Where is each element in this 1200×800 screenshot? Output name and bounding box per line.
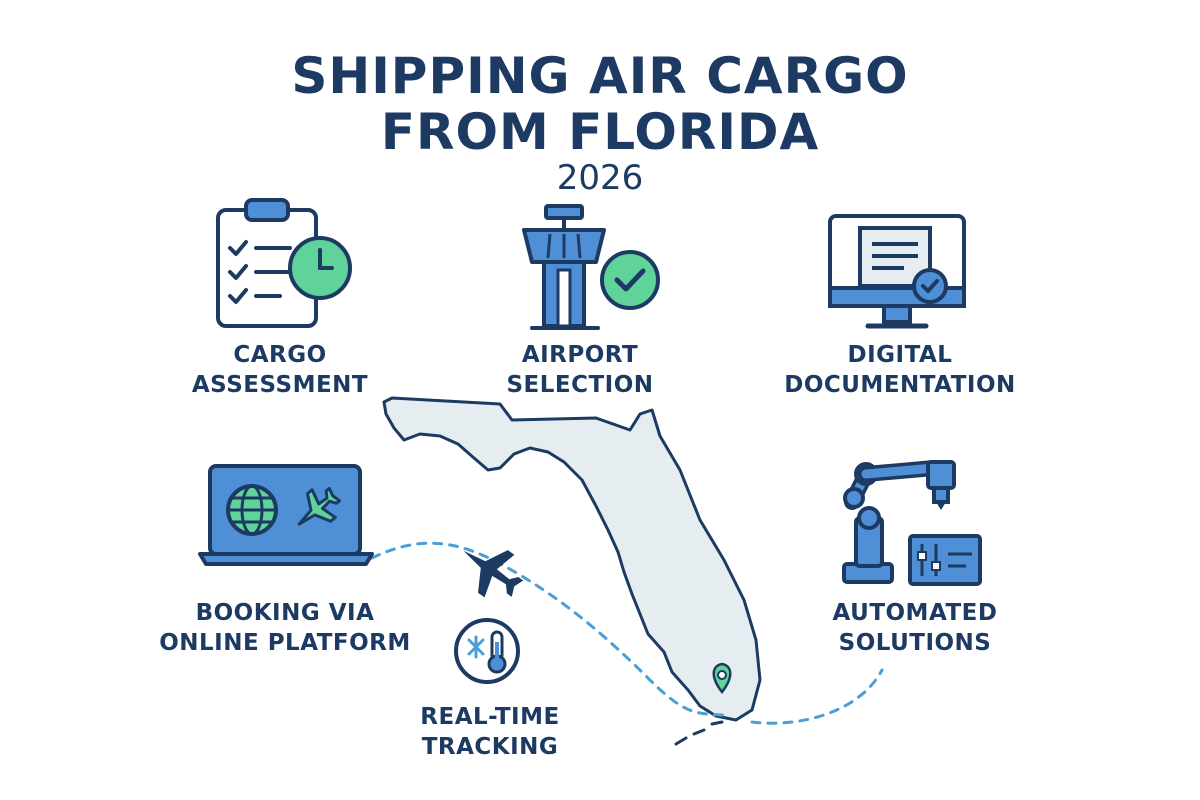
location-pin-icon — [712, 662, 732, 695]
florida-keys — [674, 720, 724, 746]
flight-path-right — [750, 668, 884, 725]
airplane-icon — [463, 550, 524, 598]
flight-path-left — [370, 541, 732, 718]
page-title-line-1: SHIPPING AIR CARGO — [291, 47, 909, 105]
robotic-arm-icon — [842, 460, 982, 586]
clipboard-clock-icon — [216, 198, 352, 328]
control-tower-icon — [522, 204, 660, 330]
page-year: 2026 — [556, 158, 644, 198]
page-title-line-2: FROM FLORIDA — [380, 103, 820, 161]
monitor-document-icon — [828, 214, 966, 329]
laptop-globe-icon — [198, 464, 374, 566]
florida-map — [382, 396, 762, 722]
thermometer-snowflake-icon — [454, 618, 520, 684]
